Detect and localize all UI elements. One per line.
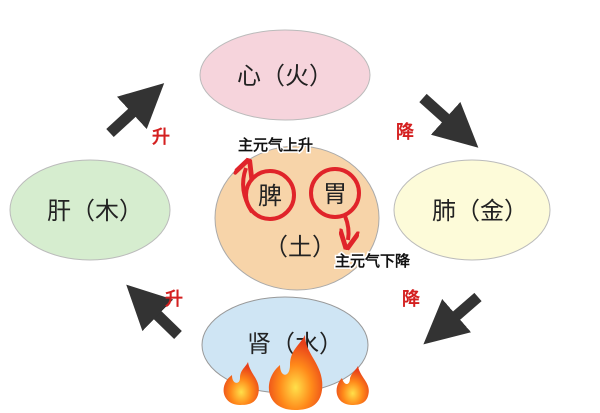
fire-icon (223, 335, 369, 410)
arrow-up-right-icon (106, 83, 165, 138)
stomach-circle (309, 167, 361, 219)
stomach-label: 胃 (323, 180, 347, 208)
rise-label-bottom: 升 (165, 289, 183, 310)
arrow-up-left-icon (126, 284, 182, 339)
spleen-note: 主元气上升 (238, 136, 313, 154)
spleen-label: 脾 (258, 182, 282, 210)
descend-arrow-icon (345, 215, 349, 240)
stomach-note: 主元气下降 (335, 252, 411, 270)
earth-label: （土） (264, 233, 336, 261)
heart-node: 心（火） (199, 29, 371, 121)
earth-node: 脾 胃 （土） (214, 145, 380, 291)
arrow-down-right-icon (419, 93, 479, 148)
liver-label: 肝（木） (47, 197, 143, 225)
descend-label-top: 降 (396, 121, 415, 143)
lung-node: 肺（金） (393, 159, 551, 261)
lung-label: 肺（金） (432, 197, 528, 225)
cycle-arrows (106, 83, 482, 345)
rise-label-top: 升 (152, 127, 170, 148)
arrow-down-left-icon (423, 292, 482, 345)
rise-arrow-icon (243, 168, 252, 214)
heart-label: 心（火） (237, 62, 333, 90)
liver-node: 肝（木） (9, 159, 171, 261)
descend-label-bottom: 降 (402, 288, 421, 310)
